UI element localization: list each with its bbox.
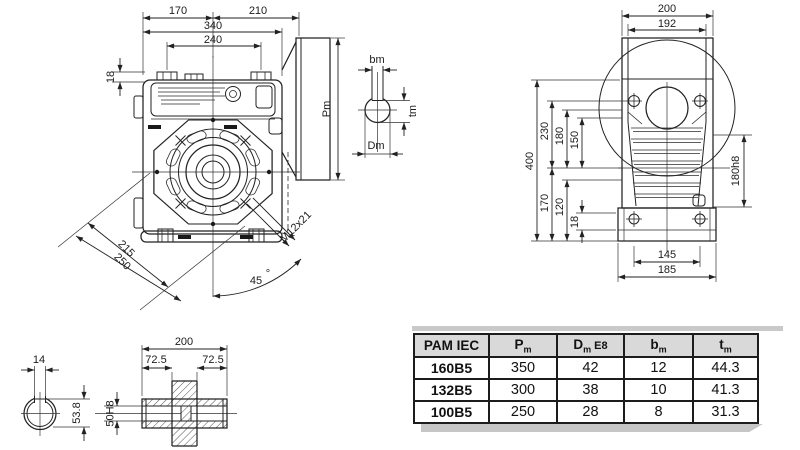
cell-value: 31.3 <box>692 400 759 424</box>
dim-53-8-shaft: 53.8 <box>71 402 83 423</box>
cell-value: 41.3 <box>692 378 759 402</box>
cell-size-160b5: 160B5 <box>413 356 490 380</box>
cell-size-132b5: 132B5 <box>413 378 490 402</box>
dim-72-5-left: 72.5 <box>145 354 166 366</box>
cell-value: 42 <box>556 356 625 380</box>
dim-150-side: 150 <box>569 131 581 149</box>
dim-192-side: 192 <box>658 18 676 30</box>
side-view: 200 192 400 230 180 150 170 120 18 <box>524 3 752 282</box>
dim-tm: tm <box>407 105 419 117</box>
header-pm: Pm <box>488 333 558 358</box>
dim-200-shaft: 200 <box>175 336 193 348</box>
dim-18-front: 18 <box>105 71 117 83</box>
dim-170-front: 170 <box>169 5 187 17</box>
dim-180h8-side: 180h8 <box>730 156 742 187</box>
dim-pm-front: Pm <box>321 101 333 118</box>
table-row: 160B5 350 42 12 44.3 <box>413 356 759 380</box>
cell-value: 28 <box>556 400 625 424</box>
front-view: 170 210 340 240 18 Pm 215 250 M12x21 45 … <box>57 5 345 311</box>
dim-230-side: 230 <box>539 122 551 140</box>
cell-value: 250 <box>488 400 558 424</box>
table-top-shadow <box>412 326 783 331</box>
header-pam-iec: PAM IEC <box>413 333 490 358</box>
cell-value: 10 <box>623 378 694 402</box>
dim-200-side: 200 <box>658 3 676 15</box>
dim-170-side: 170 <box>539 194 551 212</box>
cell-value: 350 <box>488 356 558 380</box>
key-detail-view: bm tm Dm <box>352 54 419 158</box>
dim-145-side: 145 <box>658 249 676 261</box>
cell-value: 38 <box>556 378 625 402</box>
cell-value: 300 <box>488 378 558 402</box>
dim-18-side: 18 <box>569 216 581 228</box>
dim-210-front: 210 <box>249 5 267 17</box>
thread-callout: M12x21 <box>278 209 314 245</box>
dim-dm: Dm <box>367 140 384 152</box>
table-bottom-shadow <box>421 424 763 432</box>
dim-14-shaft: 14 <box>33 354 45 366</box>
dim-240-front: 240 <box>204 34 222 46</box>
hollow-shaft-views: 14 53.8 200 72.5 72.5 <box>21 336 237 447</box>
dim-185-side: 185 <box>658 264 676 276</box>
table-row: 132B5 300 38 10 41.3 <box>413 378 759 402</box>
cell-value: 8 <box>623 400 694 424</box>
degree-symbol: ° <box>266 268 270 280</box>
header-bm: bm <box>623 333 694 358</box>
dim-400-side: 400 <box>524 152 536 170</box>
dim-bm: bm <box>369 54 384 66</box>
dim-72-5-right: 72.5 <box>202 354 223 366</box>
cell-value: 44.3 <box>692 356 759 380</box>
dim-120-side: 120 <box>554 198 566 216</box>
dim-50h8-shaft: 50H8 <box>105 400 117 426</box>
header-tm: tm <box>692 333 759 358</box>
cell-size-100b5: 100B5 <box>413 400 490 424</box>
dim-180-side: 180 <box>554 127 566 145</box>
cell-value: 12 <box>623 356 694 380</box>
dim-340-front: 340 <box>204 20 222 32</box>
table-row: 100B5 250 28 8 31.3 <box>413 400 759 424</box>
angle-45-label: 45 <box>250 275 262 287</box>
